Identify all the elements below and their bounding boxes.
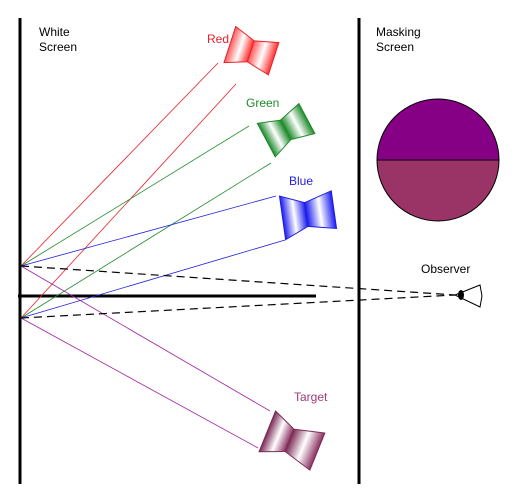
- field-top-half: [377, 99, 499, 160]
- masking-screen-label-line2: Screen: [376, 40, 414, 54]
- masking-screen-label-line1: Masking: [376, 25, 421, 39]
- target-projector: [258, 410, 326, 471]
- blue-beams: [20, 195, 286, 319]
- red-label: Red: [207, 32, 229, 46]
- observer-label: Observer: [421, 262, 470, 276]
- red-projector: [223, 25, 280, 76]
- bipartite-field: [376, 98, 500, 222]
- target-beams: [20, 265, 271, 449]
- red-beams: [20, 62, 237, 319]
- target-label: Target: [294, 390, 328, 404]
- green-beams: [20, 125, 272, 319]
- blue-label: Blue: [289, 174, 313, 188]
- field-bottom-half: [377, 160, 499, 221]
- white-screen-label-line2: Screen: [39, 40, 77, 54]
- blue-projector: [278, 190, 338, 241]
- green-projector: [256, 102, 316, 158]
- observer-sight-lines: [20, 265, 456, 319]
- green-label: Green: [246, 96, 279, 110]
- white-screen-label-line1: White: [39, 25, 70, 39]
- observer-eye-icon: [453, 284, 483, 308]
